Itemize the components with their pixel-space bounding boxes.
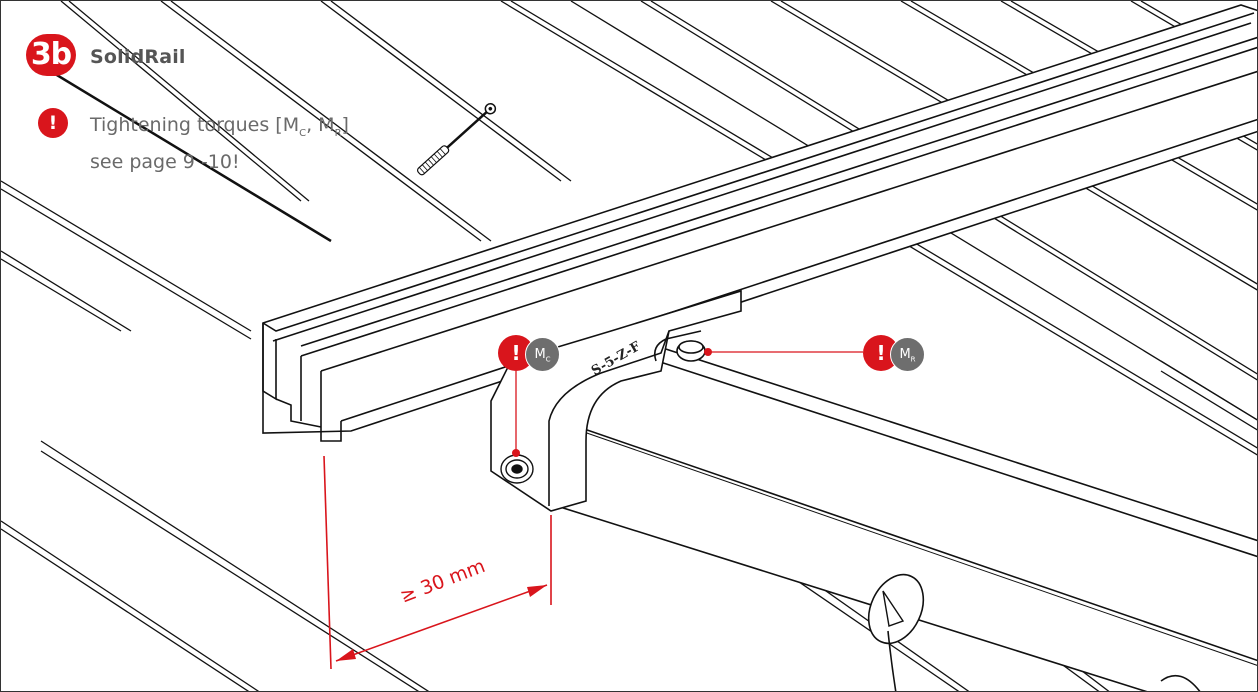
torque-wrench [416, 103, 497, 176]
note-sub-r: R [334, 127, 342, 139]
torque-label-sub: C [545, 355, 551, 364]
torque-leaders [515, 351, 863, 453]
torque-label-text: M [899, 347, 911, 362]
torque-label-mr: MR [890, 337, 925, 372]
note-text-prefix: Tightening torques [M [90, 114, 300, 136]
note-text-mid: , M [306, 114, 335, 136]
step-title: SolidRail [90, 46, 186, 68]
tube [540, 339, 1257, 691]
warning-icon: ! [38, 108, 68, 138]
solidrail-profile [262, 4, 1257, 442]
note-sub-c: C [299, 127, 307, 139]
note-text-suffix: ] [341, 114, 349, 136]
torque-note-line2: see page 9 -10! [90, 150, 240, 173]
torque-note-line1: Tightening torques [MC, MR] [90, 111, 349, 148]
rail-clamp [490, 289, 742, 512]
clamp-bolt [500, 454, 534, 484]
step-number-badge: 3b [26, 34, 76, 76]
torque-label-text: M [534, 347, 546, 362]
dimension-30mm [323, 455, 552, 670]
torque-label-sub: R [910, 355, 916, 364]
torque-label-mc: MC [525, 337, 560, 372]
torque-note: Tightening torques [MC, MR] see page 9 -… [90, 111, 349, 177]
